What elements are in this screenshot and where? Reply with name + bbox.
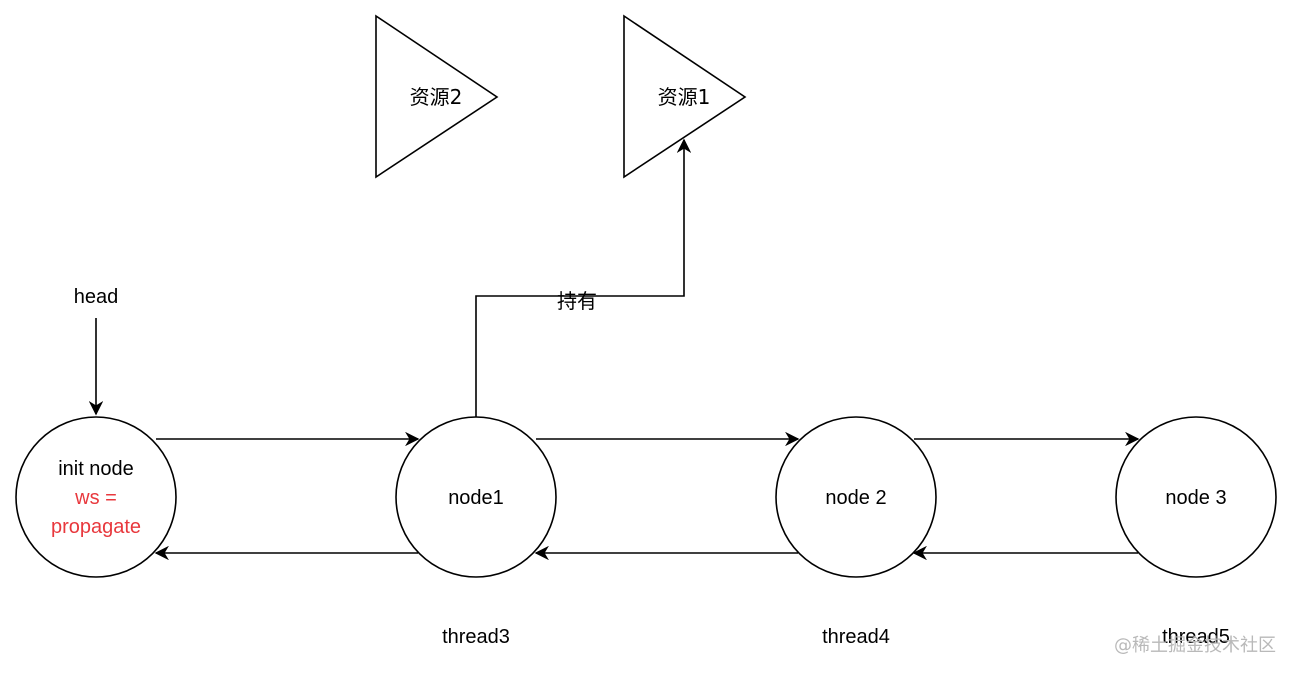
init-node-circle [15, 416, 177, 578]
resource-2-triangle [375, 14, 499, 179]
resource-2-label: 资源2 [410, 85, 463, 109]
thread-4-label: thread4 [822, 626, 890, 648]
init-node-ws: ws = [74, 487, 117, 509]
resource-2: 资源2 [375, 14, 499, 179]
hold-arrow [475, 138, 692, 417]
node-2-circle [775, 416, 937, 578]
node-3-circle [1115, 416, 1277, 578]
node-2-label: node 2 [825, 487, 886, 509]
thread-3-label: thread3 [442, 626, 510, 648]
thread-5-label: thread5 [1162, 626, 1230, 648]
head-label: head [74, 286, 119, 308]
node-1-label: node1 [448, 487, 504, 509]
node-1: node1 [395, 416, 557, 578]
hold-label: 持有 [557, 289, 597, 313]
init-node: init node ws = propagate [15, 416, 177, 578]
watermark: @稀土掘金技术社区 [1114, 635, 1276, 656]
resource-1-triangle [623, 14, 747, 179]
resource-1: 资源1 [623, 14, 747, 179]
resource-1-label: 资源1 [658, 85, 711, 109]
node-3-label: node 3 [1165, 487, 1226, 509]
node-2: node 2 [775, 416, 937, 578]
init-node-title: init node [58, 458, 134, 480]
node-1-circle [395, 416, 557, 578]
init-node-status: propagate [51, 516, 141, 538]
node-3: node 3 [1115, 416, 1277, 578]
